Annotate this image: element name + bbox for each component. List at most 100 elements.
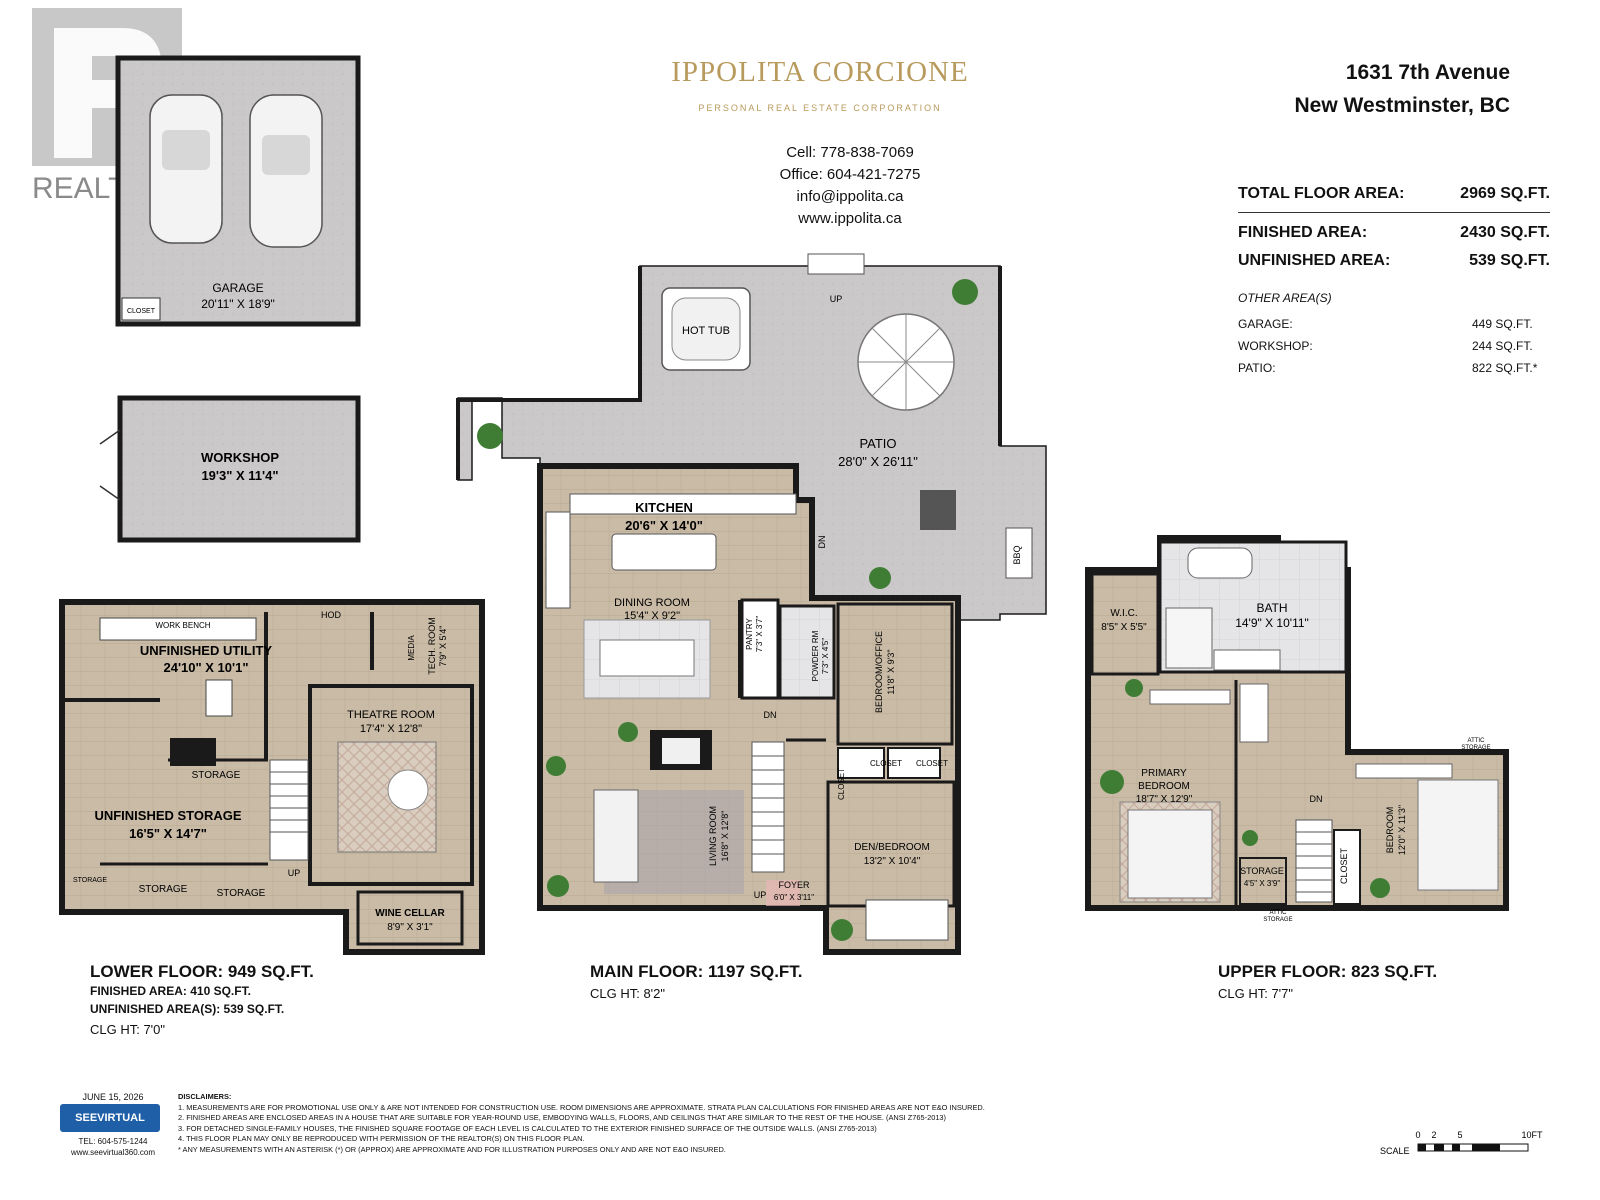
theatre-room-dimensions: 17'4" X 12'8" — [360, 723, 422, 735]
plant-icon — [1242, 830, 1258, 846]
disclaimers: DISCLAIMERS: 1. MEASUREMENTS ARE FOR PRO… — [178, 1092, 1078, 1156]
bbq-label: BBQ — [1012, 545, 1022, 564]
closet-label: CLOSET — [1339, 847, 1349, 884]
main-floor-ceiling-height: CLG HT: 8'2" — [590, 986, 666, 1001]
upper-floor-ceiling-height: CLG HT: 7'7" — [1218, 986, 1294, 1001]
wic-label: W.I.C. — [1110, 608, 1137, 619]
bathtub — [1187, 547, 1253, 579]
plant-icons — [477, 279, 1390, 941]
bed — [1417, 779, 1499, 891]
attic-label: ATTIC — [1468, 738, 1486, 744]
disclaimer-line: 4. THIS FLOOR PLAN MAY ONLY BE REPRODUCE… — [178, 1134, 585, 1144]
living-room-label: LIVING ROOM — [708, 806, 718, 866]
lower-floor-unfinished: UNFINISHED AREA(S): 539 SQ.FT. — [90, 1002, 285, 1016]
scale-tick: 0 — [1415, 1130, 1420, 1140]
bath-label: BATH — [1256, 601, 1287, 615]
total-area-label: TOTAL FLOOR AREA: — [1238, 185, 1405, 202]
lower-floor-title: LOWER FLOOR: 949 SQ.FT. — [90, 962, 314, 981]
storage-label: STORAGE — [217, 888, 266, 899]
primary-bedroom-dimensions: 18'7" X 12'9" — [1136, 794, 1193, 805]
contact-web[interactable]: www.ippolita.ca — [798, 210, 902, 227]
wine-cellar-label: WINE CELLAR — [375, 908, 445, 919]
plant-icon — [618, 722, 638, 742]
pantry-dimensions: 7'3" X 3'7" — [755, 616, 764, 652]
disclaimers-title: DISCLAIMERS: — [178, 1092, 232, 1101]
lower-floor-finished: FINISHED AREA: 410 SQ.FT. — [90, 984, 251, 998]
wic-dimensions: 8'5" X 5'5" — [1101, 622, 1147, 633]
den-bedroom-dimensions: 13'2" X 10'4" — [864, 856, 921, 867]
foyer-dimensions: 6'0" X 3'11" — [774, 893, 814, 902]
foyer-label: FOYER — [778, 880, 810, 890]
other-area-row: GARAGE: 449 SQ.FT. — [1238, 313, 1550, 335]
area-summary: TOTAL FLOOR AREA:2969 SQ.FT. FINISHED AR… — [1238, 180, 1550, 379]
unfinished-storage-label: UNFINISHED STORAGE — [94, 808, 241, 823]
workshop: WORKSHOP 19'3" X 11'4" — [99, 395, 361, 543]
closet-label: CLOSET — [870, 759, 902, 768]
finished-area-value: 2430 SQ.FT. — [1460, 224, 1550, 241]
unfinished-area-row: UNFINISHED AREA:539 SQ.FT. — [1238, 247, 1550, 275]
plant-icon — [952, 279, 978, 305]
disclaimer-line: 1. MEASUREMENTS ARE FOR PROMOTIONAL USE … — [178, 1102, 985, 1112]
work-bench-label: WORK BENCH — [155, 621, 210, 630]
plant-icon — [831, 919, 853, 941]
plant-icon — [1100, 770, 1124, 794]
kitchen-label: KITCHEN — [635, 500, 693, 515]
stairs-down-label: DN — [1310, 794, 1323, 804]
primary-bedroom-label-1: PRIMARY — [1141, 768, 1187, 779]
den-bedroom-label: DEN/BEDROOM — [854, 842, 930, 853]
bath-dimensions: 14'9" X 10'11" — [1235, 616, 1309, 630]
stairs-down-label: DN — [817, 536, 827, 549]
other-area-label: GARAGE: — [1238, 317, 1293, 331]
wine-cellar-dimensions: 8'9" X 3'1" — [387, 922, 433, 933]
theatre-room-label: THEATRE ROOM — [347, 709, 435, 721]
upper-floor-title: UPPER FLOOR: 823 SQ.FT. — [1218, 962, 1438, 981]
kitchen-dimensions: 20'6" X 14'0" — [625, 518, 703, 533]
garage-label: GARAGE — [212, 281, 263, 295]
unfinished-utility-label: UNFINISHED UTILITY — [140, 643, 272, 658]
patio-dimensions: 28'0" X 26'11" — [838, 454, 918, 469]
media-label: MEDIA — [407, 635, 416, 661]
unfinished-storage-dimensions: 16'5" X 14'7" — [129, 826, 207, 841]
upper-floor-plan: W.I.C. 8'5" X 5'5" BATH 14'9" X 10'11" P… — [1085, 535, 1509, 923]
scale-tick: 5 — [1457, 1130, 1462, 1140]
powder-room-dimensions: 7'3" X 4'5" — [821, 638, 830, 674]
living-room-dimensions: 16'8" X 12'8" — [720, 811, 730, 862]
contact-block: Cell: 778-838-7069 Office: 604-421-7275 … — [700, 142, 1000, 230]
garage-dimensions: 20'11" X 18'9" — [201, 297, 275, 311]
scale-label: SCALE — [1380, 1146, 1410, 1156]
brand-name: IPPOLITA CORCIONE — [671, 56, 969, 88]
scale-bar: 0 2 5 10FT SCALE — [1380, 1130, 1543, 1156]
stairs-up-label: UP — [754, 890, 767, 900]
dining-room-dimensions: 15'4" X 9'2" — [624, 610, 680, 622]
primary-bedroom-label-2: BEDROOM — [1138, 781, 1190, 792]
disclaimer-line: 2. FINISHED AREAS ARE ENCLOSED AREAS IN … — [178, 1113, 947, 1123]
other-area-label: PATIO: — [1238, 361, 1276, 375]
bed — [1127, 809, 1213, 899]
pantry-label: PANTRY — [745, 617, 754, 649]
total-area-row: TOTAL FLOOR AREA: 2969 SQ.FT. — [1238, 180, 1550, 208]
brand-block: IPPOLITA CORCIONE PERSONAL REAL ESTATE C… — [560, 56, 1080, 113]
stairs-down-label: DN — [764, 710, 777, 720]
stairs-up-label: UP — [830, 294, 843, 304]
other-area-row: PATIO:822 SQ.FT.* — [1238, 357, 1550, 379]
plan-date: JUNE 15, 2026 — [82, 1092, 144, 1102]
seevirtual-web[interactable]: www.seevirtual360.com — [70, 1148, 156, 1157]
total-area-value: 2969 SQ.FT. — [1460, 185, 1550, 202]
other-area-value: 449 SQ.FT. — [1472, 317, 1533, 331]
disclaimer-line: 3. FOR DETACHED SINGLE-FAMILY HOUSES, TH… — [178, 1123, 877, 1133]
sofa — [593, 789, 639, 883]
bedroom-office-label: BEDROOM/OFFICE — [874, 631, 884, 713]
workshop-dimensions: 19'3" X 11'4" — [201, 468, 278, 483]
scale-tick: 10FT — [1521, 1130, 1543, 1140]
contact-email[interactable]: info@ippolita.ca — [796, 188, 904, 205]
patio-table — [920, 490, 956, 530]
patio-label: PATIO — [859, 436, 896, 451]
bedroom-office-dimensions: 11'8" X 9'3" — [886, 649, 896, 694]
brand-subtitle: PERSONAL REAL ESTATE CORPORATION — [698, 103, 942, 113]
other-area-row: WORKSHOP:244 SQ.FT. — [1238, 335, 1550, 357]
garage: GARAGE 20'11" X 18'9" CLOSET — [115, 55, 361, 327]
other-area-label: WORKSHOP: — [1238, 339, 1313, 353]
main-floor-plan: HOT TUB UP PATIO 28'0" X 26'11" BBQ K — [456, 253, 1047, 955]
main-floor-title: MAIN FLOOR: 1197 SQ.FT. — [590, 962, 803, 981]
plant-icon — [546, 756, 566, 776]
